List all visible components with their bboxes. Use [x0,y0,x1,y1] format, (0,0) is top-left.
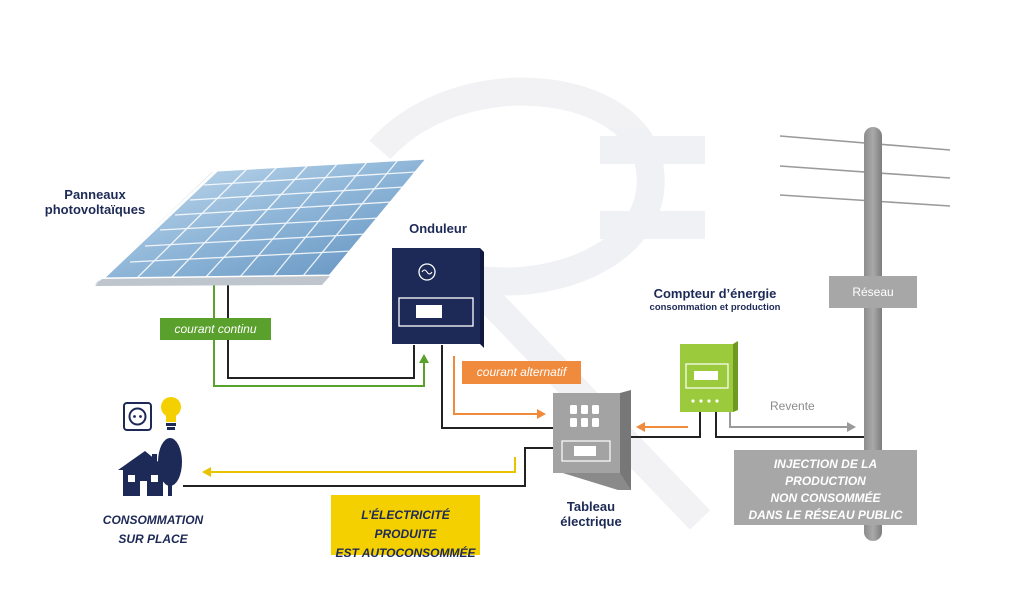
energy-meter [680,341,738,412]
consumption-wiring [183,447,553,487]
board-label-line2: électrique [560,513,622,529]
inverter-label: Onduleur [409,221,467,236]
house-icon [118,438,182,496]
self-consumption-line2: EST AUTOCONSOMMÉE [335,546,476,560]
grid-label: Réseau [829,276,917,308]
dc-current-label: courant continu [160,318,271,340]
board-label-line1: Tableau [566,499,616,514]
injection-line2: NON CONSOMMÉE [770,491,881,505]
resale-wiring [715,412,866,438]
consumption-label: CONSOMMATION SUR PLACE [98,511,208,549]
meter-title: Compteur d’énergie [653,286,777,301]
electrical-board [553,390,631,490]
utility-pole [779,127,951,541]
self-consumption-callout: L’ÉLECTRICITÉ PRODUITE EST AUTOCONSOMMÉE [331,495,480,560]
meter-wiring [630,412,701,438]
inverter-device [392,248,484,348]
panels-label-line1: Panneaux [64,187,126,202]
panels-label: Panneaux photovoltaïques [40,187,150,218]
outlet-icon [123,402,152,431]
ac-current-label: courant alternatif [462,361,581,384]
consumption-label-line2: SUR PLACE [118,532,188,546]
injection-callout: INJECTION DE LA PRODUCTION NON CONSOMMÉE… [734,450,917,525]
meter-label: Compteur d’énergie consommation et produ… [640,286,790,314]
ac-wiring [441,345,553,429]
resale-label: Revente [770,399,815,413]
meter-subtitle: consommation et production [649,301,781,313]
injection-line3: DANS LE RÉSEAU PUBLIC [748,508,903,522]
panels-label-line2: photovoltaïques [44,201,146,217]
board-label: Tableau électrique [548,499,634,530]
injection-line1: INJECTION DE LA PRODUCTION [773,457,878,488]
light-bulb-icon [161,397,181,430]
self-consumption-line1: L’ÉLECTRICITÉ PRODUITE [361,508,450,541]
solar-panel [95,156,432,286]
consumption-label-line1: CONSOMMATION [102,513,204,527]
